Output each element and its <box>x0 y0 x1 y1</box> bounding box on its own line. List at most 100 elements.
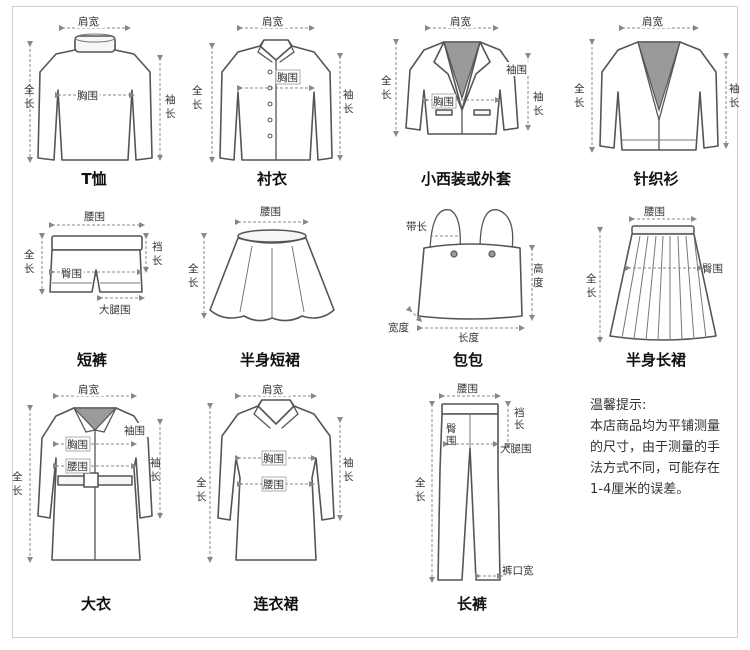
full-length-char-2: 长 <box>24 98 35 110</box>
label-sleeve-length: 袖长 <box>165 93 176 120</box>
chart-frame <box>12 6 738 638</box>
sleeve-char-2: 长 <box>533 105 544 117</box>
label-waist: 腰围 <box>84 211 105 223</box>
hip-char-1: 臀 <box>446 423 457 435</box>
full-length-char-1: 全 <box>196 476 207 489</box>
shorts-illustration: 腰围 臀围 大腿围 全长 裆长 短裤 <box>24 209 163 369</box>
label-full-length: 全长 <box>12 470 23 497</box>
blazer-illustration: 肩宽 胸围 袖围 全长 袖长 小西装或外套 <box>381 14 544 188</box>
label-waist: 腰围 <box>644 206 665 218</box>
full-length-char-1: 全 <box>188 262 199 275</box>
full-length-char-2: 长 <box>574 97 585 109</box>
garment-name-dress: 连衣裙 <box>253 595 298 613</box>
label-chest: 胸围 <box>67 438 88 451</box>
rise-char-2: 长 <box>514 419 525 431</box>
sleeve-char-1: 袖 <box>343 456 354 469</box>
tips-line-4: 1-4厘米的误差。 <box>590 482 690 497</box>
label-cuff: 袖围 <box>506 63 527 76</box>
bag-illustration: 带长 宽度 长度 高度 包包 <box>388 209 544 369</box>
sleeve-char-1: 袖 <box>165 93 176 106</box>
label-shoulder: 肩宽 <box>78 15 99 28</box>
cardigan-illustration: 肩宽 全长 袖长 针织衫 <box>574 14 740 188</box>
sleeve-char-2: 长 <box>729 97 740 109</box>
label-full-length: 全长 <box>586 272 597 299</box>
sleeve-char-1: 袖 <box>150 456 161 469</box>
label-hem: 裤口宽 <box>502 564 534 577</box>
tips-line-3: 法方式不同，可能存在 <box>590 461 721 476</box>
label-waist: 腰围 <box>67 461 88 473</box>
sleeve-char-2: 长 <box>150 471 161 483</box>
label-shoulder: 肩宽 <box>78 383 99 396</box>
full-length-char-2: 长 <box>381 89 392 101</box>
garment-name-cardigan: 针织衫 <box>633 170 678 188</box>
hip-char-2: 围 <box>446 435 457 447</box>
garment-name-short-skirt: 半身短裙 <box>240 351 300 369</box>
label-full-length: 全长 <box>574 82 585 109</box>
label-shoulder: 肩宽 <box>262 383 283 396</box>
label-chest: 胸围 <box>263 452 284 465</box>
full-length-char-1: 全 <box>192 84 203 97</box>
garment-name-coat: 大衣 <box>81 595 111 613</box>
tips-line-2: 的尺寸，由于测量的手 <box>590 440 721 455</box>
rise-char-1: 裆 <box>514 406 525 419</box>
label-full-length: 全长 <box>24 248 35 275</box>
sleeve-char-2: 长 <box>165 108 176 120</box>
full-length-char-2: 长 <box>192 99 203 111</box>
dress-illustration: 肩宽 胸围 腰围 全长 袖长 连衣裙 <box>196 382 354 613</box>
full-length-char-2: 长 <box>196 491 207 503</box>
full-length-char-2: 长 <box>415 491 426 503</box>
label-bag-length: 长度 <box>458 331 479 344</box>
label-sleeve-length: 袖长 <box>343 456 354 483</box>
label-sleeve-length: 袖长 <box>343 88 354 115</box>
pants-illustration: 腰围 大腿围 裤口宽 臀围 全长 裆长 长裤 <box>415 380 534 613</box>
tshirt-illustration: 肩宽 胸围 全长 袖长 T恤 <box>24 14 176 188</box>
label-chest: 胸围 <box>277 71 298 84</box>
label-sleeve-length: 袖长 <box>729 82 740 109</box>
garment-name-pants: 长裤 <box>457 595 487 613</box>
height-char-1: 高 <box>533 262 544 275</box>
rise-char-1: 裆 <box>152 240 163 253</box>
garment-name-bag: 包包 <box>453 351 483 369</box>
full-length-char-1: 全 <box>24 248 35 261</box>
sleeve-char-2: 长 <box>343 103 354 115</box>
full-length-char-2: 长 <box>24 263 35 275</box>
label-sleeve-length: 袖长 <box>533 90 544 117</box>
garment-name-shirt: 衬衣 <box>257 170 287 188</box>
label-strap-length: 带长 <box>406 221 427 233</box>
label-hip: 臀围 <box>61 268 82 280</box>
garment-name-shorts: 短裤 <box>77 351 107 369</box>
long-skirt-illustration: 腰围 臀围 全长 半身长裙 <box>586 203 723 369</box>
short-skirt-illustration: 腰围 全长 半身短裙 <box>188 204 335 369</box>
label-full-length: 全长 <box>196 476 207 503</box>
label-waist: 腰围 <box>260 206 281 218</box>
label-width: 宽度 <box>388 321 409 334</box>
label-rise: 裆长 <box>152 240 163 267</box>
label-cuff: 袖围 <box>124 424 145 437</box>
label-rise: 裆长 <box>514 406 525 431</box>
full-length-char-2: 长 <box>12 485 23 497</box>
label-thigh: 大腿围 <box>99 303 131 316</box>
full-length-char-1: 全 <box>24 83 35 96</box>
tips-panel: 温馨提示: 本店商品均为平铺测量 的尺寸，由于测量的手 法方式不同，可能存在 1… <box>590 395 740 500</box>
label-waist: 腰围 <box>263 479 284 491</box>
full-length-char-1: 全 <box>586 272 597 285</box>
label-waist: 腰围 <box>457 383 478 395</box>
label-full-length: 全长 <box>188 262 199 289</box>
full-length-char-1: 全 <box>381 74 392 87</box>
garment-name-tshirt: T恤 <box>81 170 106 188</box>
sleeve-char-2: 长 <box>343 471 354 483</box>
garment-name-blazer: 小西装或外套 <box>421 170 512 188</box>
label-full-length: 全长 <box>24 83 35 110</box>
label-full-length: 全长 <box>192 84 203 111</box>
full-length-char-2: 长 <box>188 277 199 289</box>
label-shoulder: 肩宽 <box>262 15 283 28</box>
sleeve-char-1: 袖 <box>729 82 740 95</box>
tips-line-1: 本店商品均为平铺测量 <box>590 419 721 434</box>
garment-name-long-skirt: 半身长裙 <box>626 351 686 369</box>
shirt-illustration: 肩宽 胸围 全长 袖长 衬衣 <box>192 14 354 188</box>
label-hip: 臀围 <box>702 263 723 275</box>
rise-char-2: 长 <box>152 255 163 267</box>
coat-illustration: 肩宽 胸围 腰围 袖围 全长 袖长 大衣 <box>12 382 163 613</box>
full-length-char-1: 全 <box>574 82 585 95</box>
label-shoulder: 肩宽 <box>642 15 663 28</box>
